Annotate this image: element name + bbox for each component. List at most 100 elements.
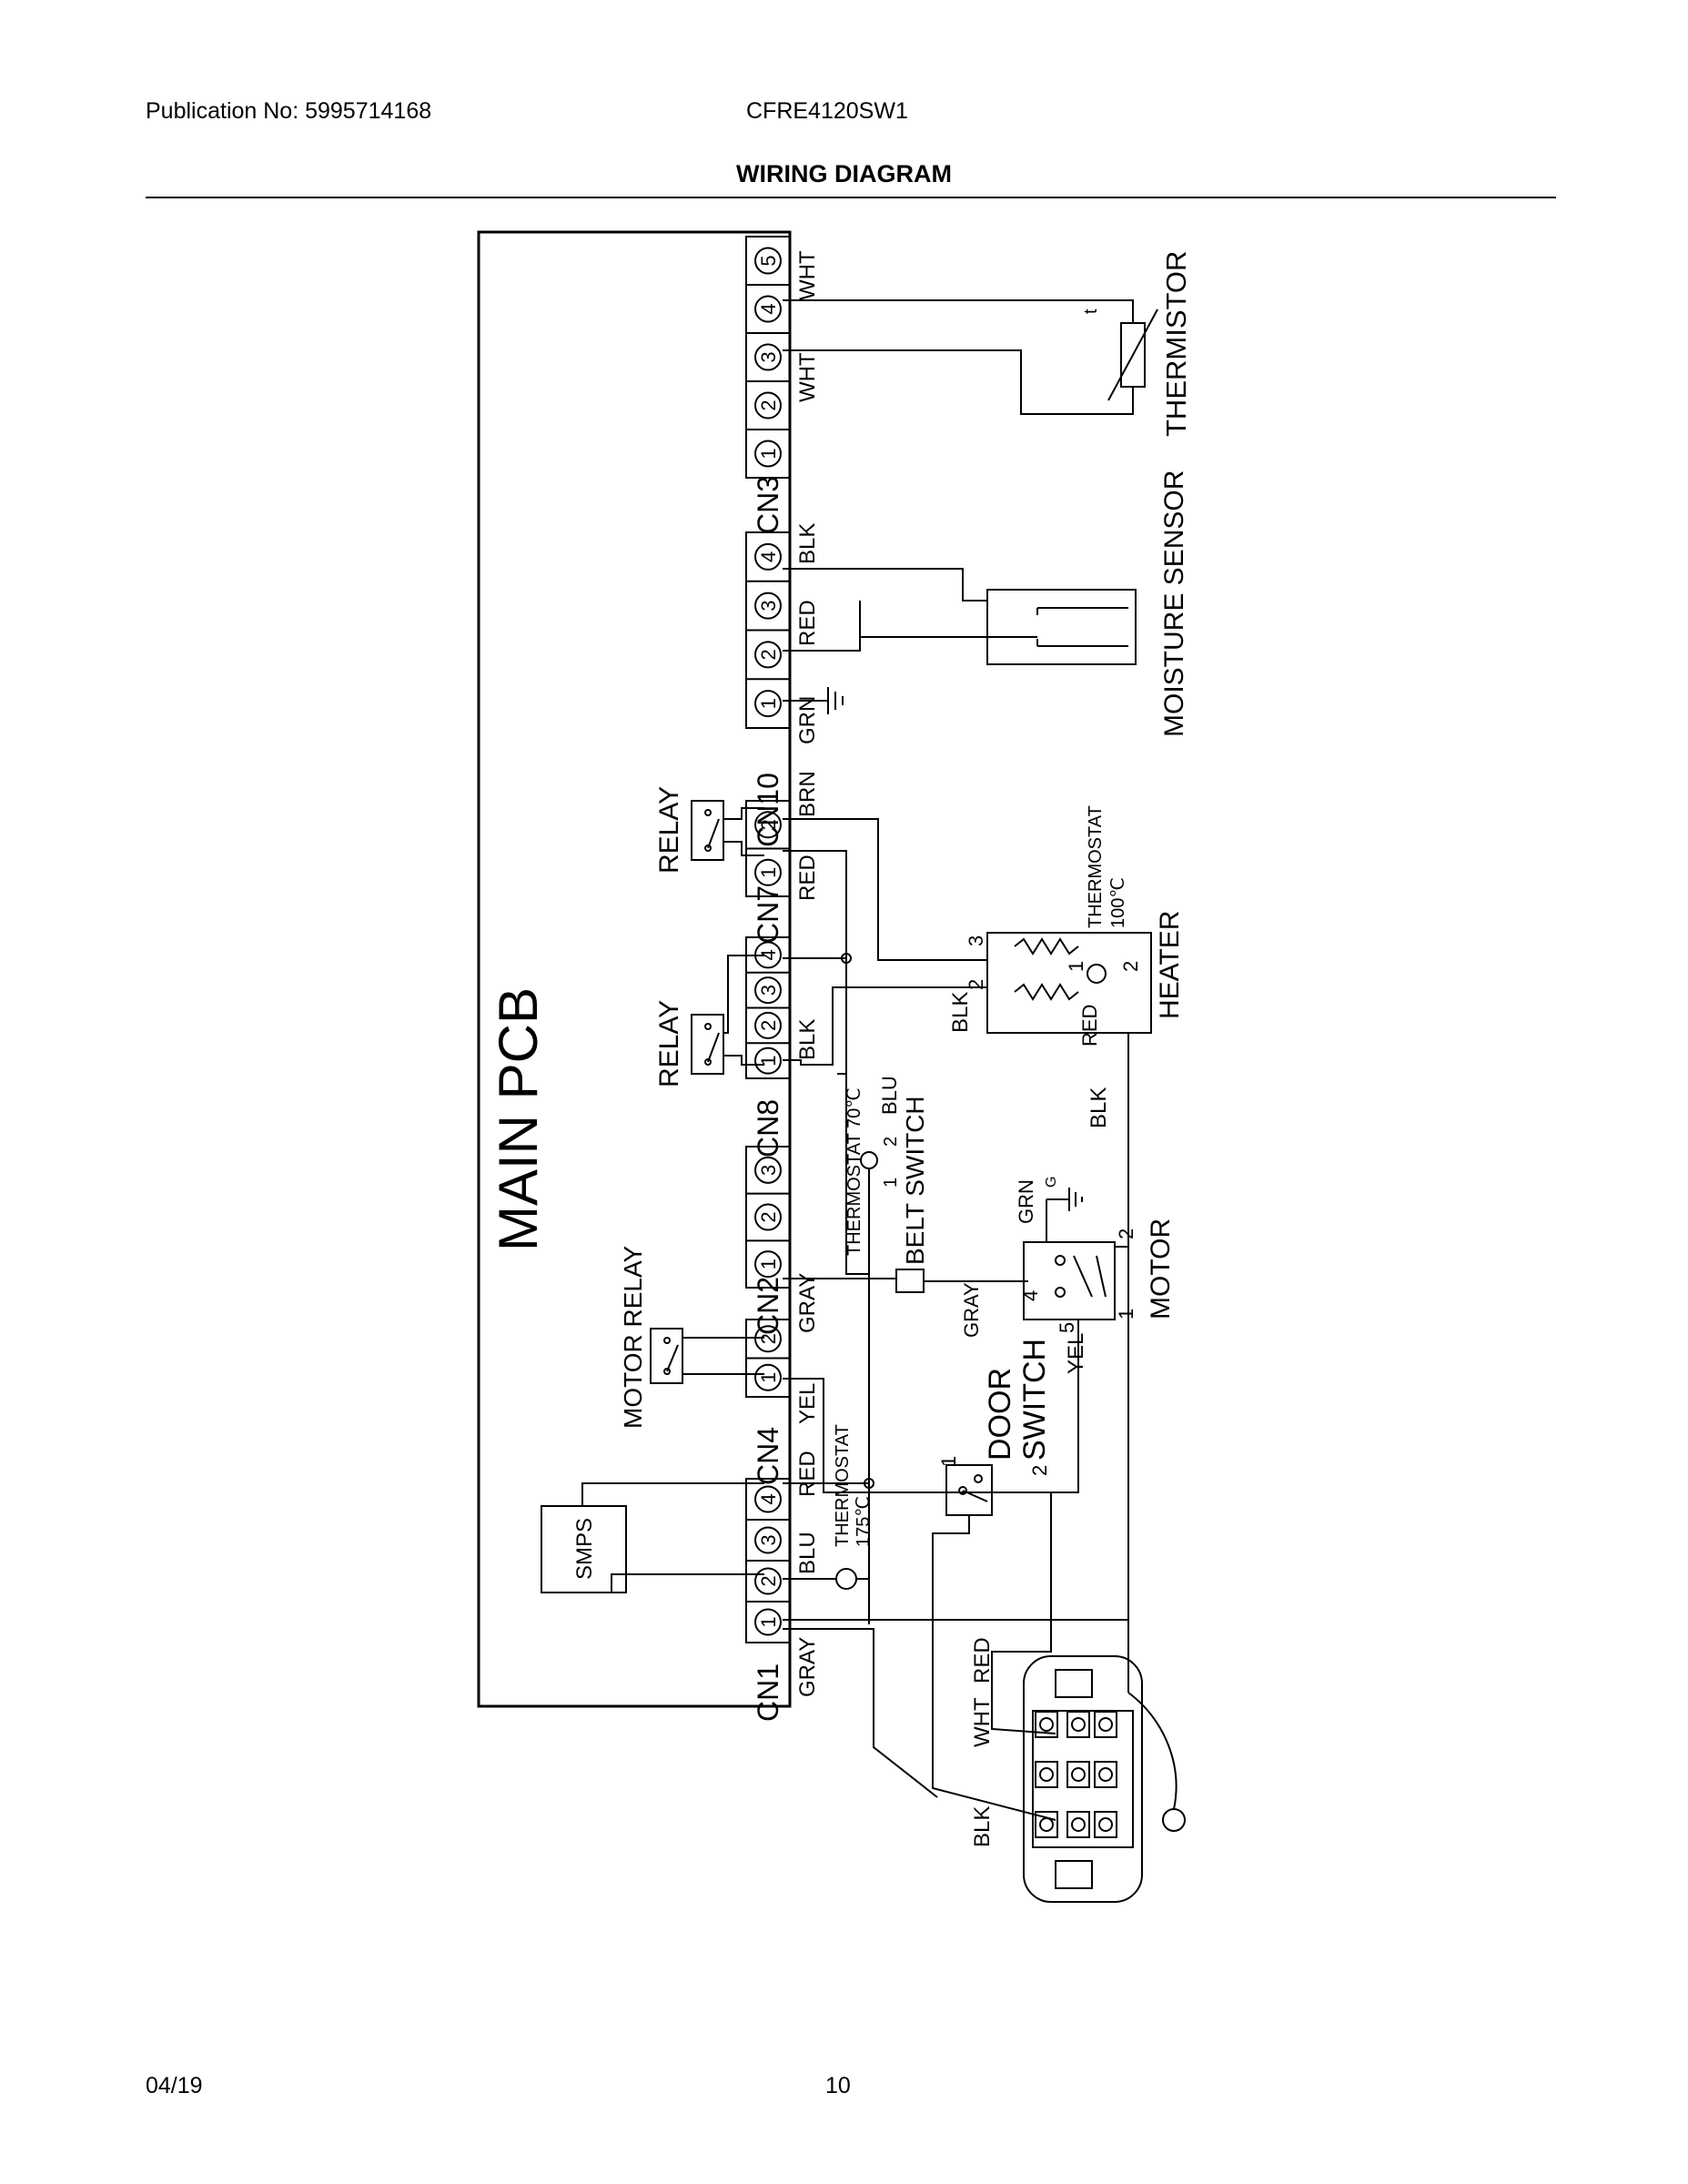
wire-label-cn3-wht-top: WHT xyxy=(795,250,820,300)
wire-label-heater-blk: BLK xyxy=(948,992,973,1033)
door-switch-label-1: DOOR xyxy=(983,1368,1017,1461)
moisture-sensor-label: MOISTURE SENSOR xyxy=(1159,470,1189,737)
main-pcb-board xyxy=(477,230,792,1708)
pin-number: 1 xyxy=(757,1056,780,1067)
thermostat-175-temp: 175℃ xyxy=(854,1496,874,1547)
pin-number: 3 xyxy=(757,1165,780,1176)
smps: SMPS xyxy=(541,1482,764,1593)
pin-number: 2 xyxy=(757,1333,780,1344)
motor: 4 5 1 2 MOTOR GRN G GRAY xyxy=(960,1177,1176,1338)
pin-number: 2 xyxy=(757,1575,780,1586)
pin-circle xyxy=(754,1567,782,1595)
wire-label-cn7-brn: BRN xyxy=(795,771,820,817)
heater-terminal-3: 3 xyxy=(965,935,987,946)
wire-label-cn10-blk: BLK xyxy=(795,523,820,564)
thermostat-70-label: THERMOSTAT 70℃ xyxy=(844,1087,864,1256)
wire-label-motor-grn: GRN xyxy=(1015,1179,1037,1224)
terminal-screw xyxy=(1035,1811,1058,1838)
connector-label-cn3: CN3 xyxy=(752,476,784,534)
pin-circle xyxy=(754,811,782,839)
motor-terminal-1: 1 xyxy=(1115,1309,1137,1320)
pin-number: 5 xyxy=(757,255,780,266)
wire-label-cn4-red: RED xyxy=(795,1451,820,1497)
connector-cn3 xyxy=(745,236,791,479)
model-number: CFRE4120SW1 xyxy=(746,98,908,124)
footer-date: 04/19 xyxy=(146,2073,203,2098)
door-switch-label-2: SWITCH xyxy=(1017,1339,1052,1461)
pin-number: 4 xyxy=(757,1493,780,1504)
belt-switch-symbol xyxy=(895,1269,925,1293)
pin-number: 4 xyxy=(757,949,780,960)
wire-label-cn8-blk: BLK xyxy=(795,1019,820,1060)
heater: 3 2 1 2 THERMOSTAT 100℃ HEATER xyxy=(965,805,1185,1034)
wire-label-tb-blk: BLK xyxy=(970,1806,995,1847)
heater-terminal-2b: 2 xyxy=(1119,961,1142,972)
relay-1: RELAY xyxy=(654,786,764,874)
terminal-screw xyxy=(1094,1711,1117,1738)
connector-strip: 54321CN34321CN1021CN74321CN8321CN221CN44… xyxy=(745,236,791,1722)
pin-number: 4 xyxy=(757,303,780,314)
relay-2-label: RELAY xyxy=(654,1000,684,1087)
page-title: WIRING DIAGRAM xyxy=(736,160,952,187)
pin-circle xyxy=(754,1325,782,1353)
motor-label: MOTOR xyxy=(1146,1218,1176,1320)
main-pcb-label: MAIN PCB xyxy=(488,987,549,1251)
wire-label-tb-wht: WHT xyxy=(970,1697,995,1747)
wire-label-motor-gray: GRAY xyxy=(960,1282,983,1338)
heater-label: HEATER xyxy=(1155,911,1185,1019)
pin-circle xyxy=(754,1011,782,1039)
connector-label-cn1: CN1 xyxy=(752,1663,784,1722)
pin-circle xyxy=(754,641,782,669)
heater-terminal-2: 2 xyxy=(965,979,987,990)
pin-number: 1 xyxy=(757,1259,780,1269)
wire-label-blk-middle: BLK xyxy=(1087,1087,1111,1128)
wire-label-cn10-red: RED xyxy=(795,600,820,646)
wire-label-cn1-gray: GRAY xyxy=(795,1637,820,1697)
heater-terminal-1: 1 xyxy=(1065,961,1087,972)
relay-2: RELAY xyxy=(654,955,764,1087)
pin-number: 1 xyxy=(757,448,780,459)
belt-terminal-1: 1 xyxy=(881,1178,901,1188)
belt-switch-area: THERMOSTAT 70℃ BLU 1 2 BELT SWITCH xyxy=(844,1076,1028,1293)
terminal-screw xyxy=(1066,1811,1090,1838)
connector-label-cn7: CN7 xyxy=(752,885,784,944)
motor-relay-label: MOTOR RELAY xyxy=(619,1245,647,1429)
terminal-screw xyxy=(1066,1761,1090,1788)
pin-circle xyxy=(754,858,782,886)
wire-label-belt-blu: BLU xyxy=(878,1076,901,1115)
pin-circle xyxy=(754,592,782,620)
wire-label-cn10-grn: GRN xyxy=(795,696,820,744)
terminal-screw xyxy=(1094,1761,1117,1788)
wire-label-cn1-blu: BLU xyxy=(795,1532,820,1574)
terminal-screw xyxy=(1066,1711,1090,1738)
thermostat-175-label: THERMOSTAT xyxy=(833,1424,853,1547)
pin-circle xyxy=(754,542,782,571)
pin-circle xyxy=(754,1250,782,1279)
terminal-block: RED WHT BLK xyxy=(970,1637,1186,1903)
moisture-sensor-wiring: MOISTURE SENSOR xyxy=(783,470,1189,737)
wire-label-cn2-gray: GRAY xyxy=(795,1273,820,1333)
pin-number: 2 xyxy=(757,1211,780,1222)
pin-circle xyxy=(754,295,782,323)
pin-circle xyxy=(754,1046,782,1075)
pin-circle xyxy=(754,690,782,718)
motor-terminal-5: 5 xyxy=(1056,1322,1078,1333)
pin-number: 1 xyxy=(757,867,780,878)
smps-label: SMPS xyxy=(572,1518,597,1580)
door-switch: 1 2 DOOR SWITCH xyxy=(937,1339,1052,1516)
pin-circle xyxy=(754,976,782,1005)
thermistor-t-label: t xyxy=(1081,308,1101,314)
header-rule xyxy=(146,197,1556,198)
heater-thermostat-label: THERMOSTAT xyxy=(1086,805,1106,928)
publication-number: Publication No: 5995714168 xyxy=(146,98,432,124)
pin-circle xyxy=(754,1363,782,1391)
terminal-ground-icon xyxy=(1162,1808,1186,1832)
belt-switch-label: BELT SWITCH xyxy=(901,1096,929,1265)
connector-label-cn10: CN10 xyxy=(752,773,784,847)
pin-circle xyxy=(754,247,782,275)
motor-terminal-2: 2 xyxy=(1115,1228,1137,1239)
wire-label-motor-g: G xyxy=(1044,1177,1059,1188)
thermistor-label: THERMISTOR xyxy=(1160,251,1192,437)
wire-label-heater-red: RED xyxy=(1078,1005,1101,1046)
